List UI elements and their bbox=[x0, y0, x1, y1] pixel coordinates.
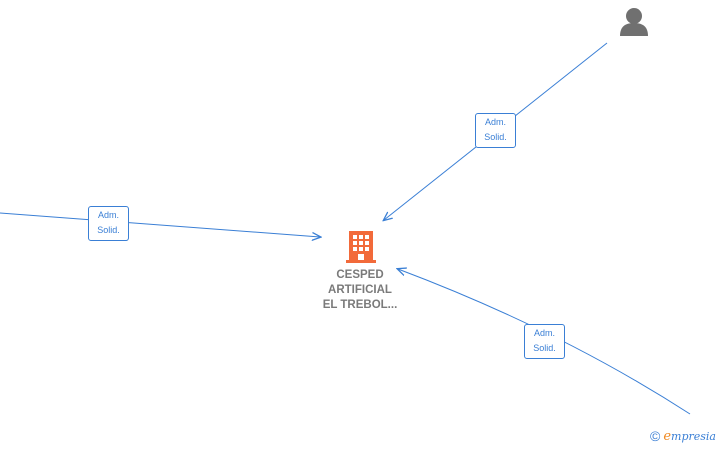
edge-label-top-right[interactable]: Adm. Solid. bbox=[475, 113, 516, 148]
empresia-watermark: ©empresia bbox=[650, 428, 716, 444]
brand-name: mpresia bbox=[671, 430, 716, 443]
company-name-line: ARTIFICIAL bbox=[328, 284, 392, 296]
building-icon[interactable] bbox=[346, 229, 376, 263]
person-icon[interactable] bbox=[617, 6, 651, 38]
edge-label-line: Solid. bbox=[484, 132, 507, 142]
company-name-line: EL TREBOL... bbox=[322, 299, 398, 311]
edge-label-line: Solid. bbox=[533, 343, 556, 353]
edge-label-line: Solid. bbox=[97, 225, 120, 235]
company-name[interactable]: CESPED ARTIFICIAL EL TREBOL... bbox=[305, 268, 415, 313]
edge-label-line: Adm. bbox=[97, 210, 119, 220]
edge-label-left[interactable]: Adm. Solid. bbox=[88, 206, 129, 241]
edge-label-bottom-right[interactable]: Adm. Solid. bbox=[524, 324, 565, 359]
edge-label-line: Adm. bbox=[533, 328, 555, 338]
edge-left bbox=[0, 212, 320, 237]
company-name-line: CESPED bbox=[336, 269, 384, 281]
copyright-icon: © bbox=[650, 428, 661, 444]
edge-label-line: Adm. bbox=[484, 117, 506, 127]
brand-initial: e bbox=[663, 429, 672, 444]
